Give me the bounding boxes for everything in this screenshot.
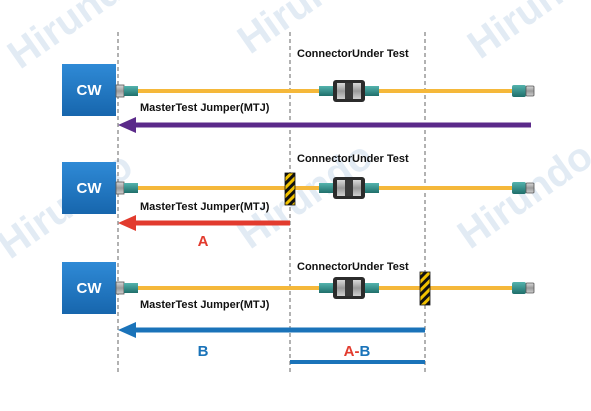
difference-separator: - [355,343,360,360]
red-arrow-head [118,215,136,231]
source-connector-icon [115,181,139,195]
end-connector-icon [511,281,535,295]
connector-under-test-label: ConnectorUnder Test [297,48,409,60]
cw-source-label: CW [77,280,103,297]
difference-label: A-B [344,343,371,360]
connector-under-test-icon [319,277,379,299]
row-2-measurement-a: CW ConnectorUnder Test MasterTest Jumper… [62,153,535,250]
connector-under-test-icon [319,80,379,102]
arrow-label-b: B [198,343,209,360]
mtj-label: MasterTest Jumper(MTJ) [140,201,270,213]
source-connector-icon [115,84,139,98]
break-hazard-icon [419,271,431,306]
row-3-measurement-b: CW ConnectorUnder Test MasterTest Jumper… [62,261,535,364]
cw-source-label: CW [77,82,103,99]
source-connector-icon [115,281,139,295]
purple-arrow-head [118,117,136,133]
break-hazard-icon [284,172,296,206]
blue-arrow-head [118,322,136,338]
watermark-text: Hirundo [450,133,591,257]
watermark-layer: Hirundo Hirundo Hirundo Hirundo Hirundo … [0,0,591,267]
difference-part-b: B [360,343,371,360]
mtj-label: MasterTest Jumper(MTJ) [140,299,270,311]
watermark-text: Hirundo [460,0,591,67]
end-connector-icon [511,181,535,195]
connector-under-test-label: ConnectorUnder Test [297,153,409,165]
connector-under-test-label: ConnectorUnder Test [297,261,409,273]
row-1-reference-setup: CW ConnectorUnder Test MasterTest Jumper… [62,48,535,133]
arrow-label-a: A [198,233,209,250]
difference-part-a: A [344,343,355,360]
cw-source-box [62,64,116,116]
mtj-label: MasterTest Jumper(MTJ) [140,102,270,114]
cw-source-label: CW [77,180,103,197]
cw-source-box [62,162,116,214]
cw-source-box [62,262,116,314]
end-connector-icon [511,84,535,98]
